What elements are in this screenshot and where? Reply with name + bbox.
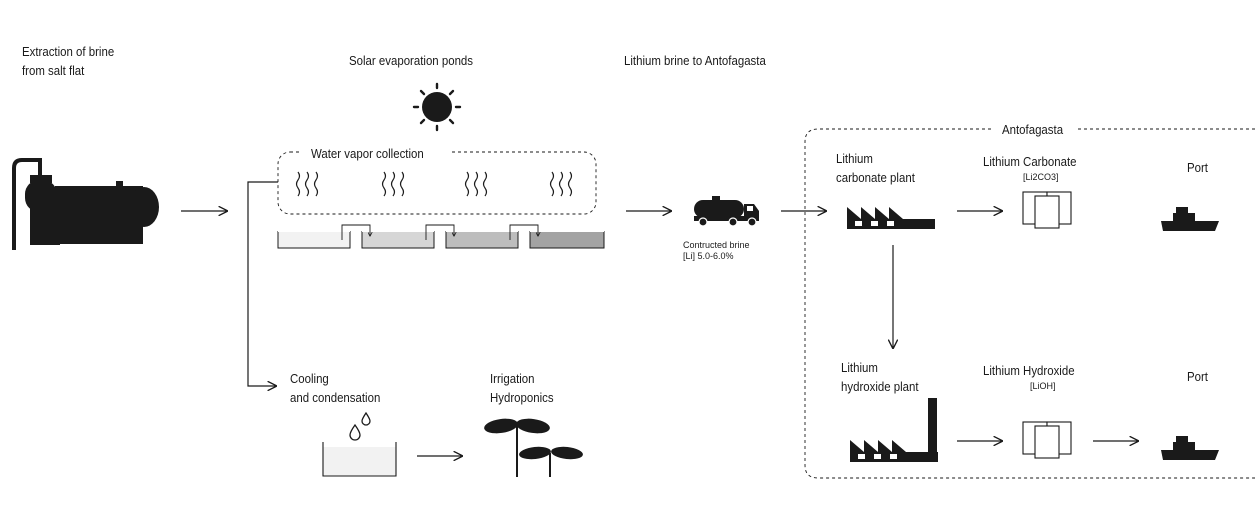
water-vapor-label: Water vapor collection: [311, 146, 424, 161]
carbonate-formula: [Li2CO3]: [1023, 172, 1059, 182]
product-sheet-icon: [1022, 421, 1072, 459]
port-label-bottom: Port: [1187, 369, 1208, 384]
hydroxide-product-label: Lithium Hydroxide: [983, 363, 1075, 378]
factory-icon: [847, 207, 935, 229]
arrow-ponds-to-cooling: [247, 181, 278, 386]
irrigation-label: Irrigation Hydroponics: [490, 371, 554, 405]
ship-icon: [1161, 207, 1219, 231]
hydroxide-plant-label: Lithium hydroxide plant: [841, 360, 919, 394]
carbonate-plant-label: Lithium carbonate plant: [836, 151, 915, 185]
sun-icon: [412, 82, 462, 132]
port-label-top: Port: [1187, 160, 1208, 175]
antofagasta-label: Antofagasta: [1002, 122, 1064, 137]
tanker-truck-icon: [694, 196, 759, 227]
pumpjack-icon: [12, 158, 159, 250]
water-drops-icon: [349, 411, 371, 441]
extraction-label: Extraction of brine from salt flat: [22, 44, 115, 78]
brine-caption: Contructed brine [Li] 5.0-6.0%: [683, 240, 750, 261]
solar-ponds-label: Solar evaporation ponds: [349, 53, 474, 68]
brine-transport-label: Lithium brine to Antofagasta: [624, 53, 766, 68]
condensation-container: [322, 442, 397, 477]
sprout-icon: [484, 418, 583, 477]
carbonate-product-label: Lithium Carbonate: [983, 154, 1077, 169]
vapor-wave-icon: [295, 171, 573, 197]
antofagasta-region: [804, 128, 1255, 479]
hydroxide-formula: [LiOH]: [1030, 381, 1056, 391]
factory-icon: [850, 398, 938, 462]
evaporation-ponds: [277, 224, 605, 249]
cooling-label: Cooling and condensation: [290, 371, 381, 405]
ship-icon: [1161, 436, 1219, 460]
product-sheet-icon: [1022, 191, 1072, 229]
